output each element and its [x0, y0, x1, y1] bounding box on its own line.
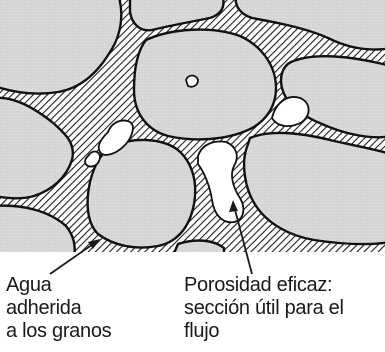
- soil-grain: [172, 241, 224, 258]
- effective-porosity-label-line: Porosidad eficaz:: [184, 274, 344, 297]
- adhered-water-label: Agua adherida a los granos: [6, 274, 111, 343]
- adhered-water-label-line: adherida: [6, 297, 111, 320]
- soil-grain: [134, 30, 276, 140]
- soil-grain: [88, 140, 196, 248]
- adhered-water-label-line: Agua: [6, 274, 111, 297]
- effective-porosity-label: Porosidad eficaz: sección útil para el f…: [184, 274, 344, 343]
- open-pore: [186, 76, 198, 87]
- effective-porosity-label-line: flujo: [184, 320, 344, 343]
- effective-porosity-label-line: sección útil para el: [184, 297, 344, 320]
- adhered-water-label-line: a los granos: [6, 320, 111, 343]
